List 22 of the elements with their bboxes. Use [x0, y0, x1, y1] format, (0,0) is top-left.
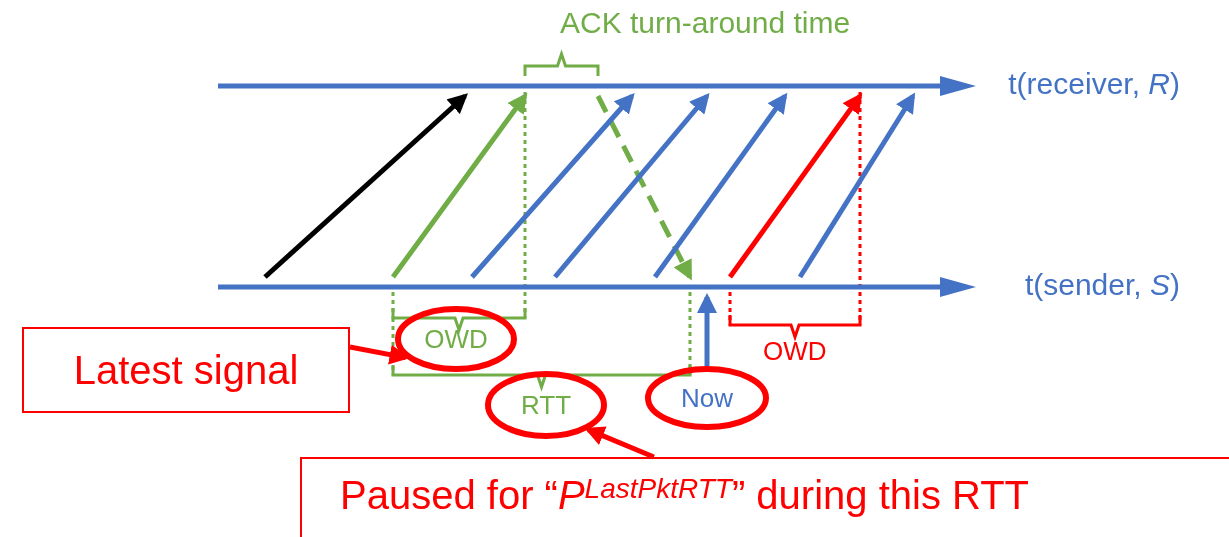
arrow: [797, 92, 916, 279]
arrow: [727, 92, 863, 279]
duration-label: OWD: [763, 338, 827, 364]
duration-label: OWD: [424, 323, 488, 355]
duration-label: RTT: [520, 389, 572, 421]
arrow: [470, 93, 635, 279]
arrow: [595, 94, 693, 281]
arrow: [349, 344, 410, 365]
axis-label: t(receiver, R): [1008, 69, 1180, 99]
highlight-ellipse: [395, 306, 517, 372]
time-label: Now: [681, 382, 733, 414]
duration-label: ACK turn-around time: [560, 8, 851, 38]
arrow: [263, 93, 468, 279]
callout-box: Latest signal: [22, 327, 350, 413]
arrow: [553, 92, 710, 279]
arrow: [697, 293, 717, 366]
highlight-ellipse: [485, 371, 607, 439]
arrow: [391, 92, 528, 279]
arrow: [652, 92, 788, 279]
arrow: [584, 426, 655, 460]
highlight-ellipse: [645, 366, 769, 430]
axis-label: t(sender, S): [1024, 270, 1180, 300]
